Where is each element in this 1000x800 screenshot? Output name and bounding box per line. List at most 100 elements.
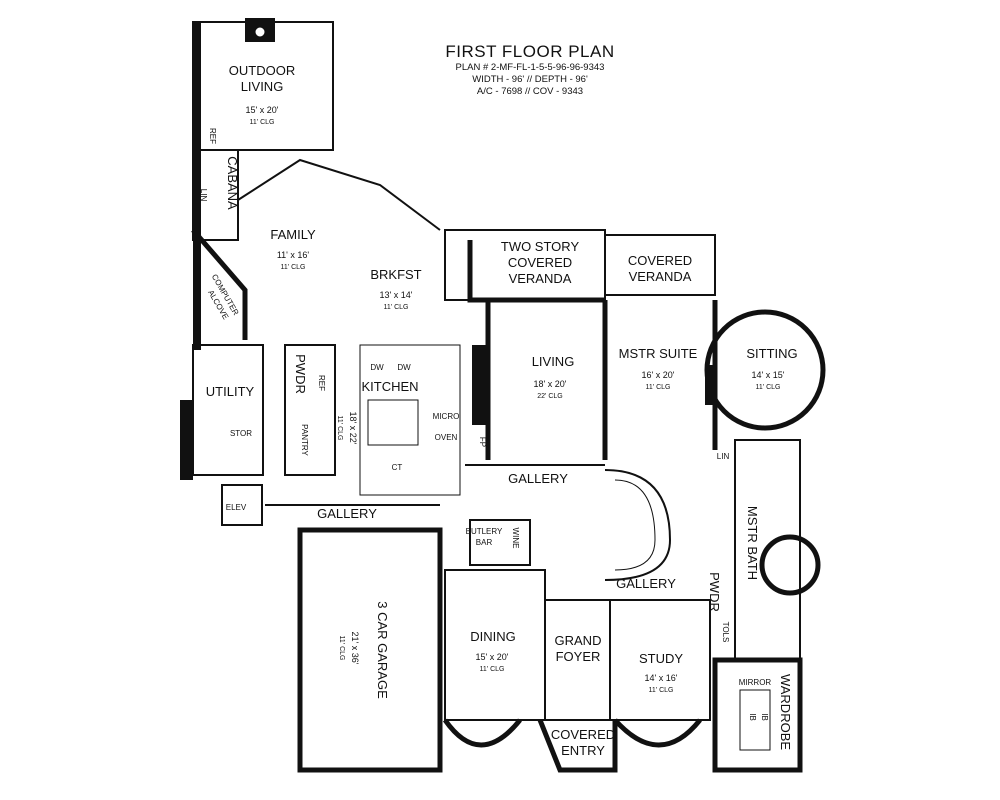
living-label: LIVING [532,354,575,369]
outdoor-living-label-2: LIVING [241,79,284,94]
wardrobe-outline [712,657,803,773]
living-dim: 18' x 20' [534,379,567,389]
fp-label: FP [478,437,487,447]
family-dim: 11' x 16' [277,250,310,260]
wardrobe-island [739,689,771,751]
family-label: FAMILY [270,227,316,242]
study-dim: 14' x 16' [645,673,678,683]
bar-label: BAR [476,538,493,547]
garage-clg: 11' CLG [338,636,345,661]
plan-area: A/C - 7698 // COV - 9343 [476,86,584,97]
elevator-box [221,484,263,526]
covered-veranda-label-2: VERANDA [629,269,692,284]
sitting-dim: 14' x 15' [752,370,785,380]
ref-kitchen-label: REF [317,375,326,391]
spiral-stair-outer [604,469,672,581]
gallery-right-label: GALLERY [616,576,676,591]
foyer-outline [544,599,611,721]
butlery-label: BUTLERY [466,527,503,536]
kitchen-island [367,399,419,446]
master-tub [759,534,821,596]
sitting-bay [704,309,826,431]
covered-veranda-outline [604,234,716,296]
grand-label: GRAND [555,633,602,648]
kitchen-label: KITCHEN [361,379,418,394]
stor-label: STOR [230,429,252,438]
dining-clg: 11' CLG [480,666,505,673]
plan-header: FIRST FLOOR PLAN PLAN # 2-MF-FL-1-5-5-96… [430,42,630,98]
left-wall-1 [193,150,201,350]
study-clg: 11' CLG [649,687,674,694]
brkfst-dim: 13' x 14' [380,290,413,300]
cabana-label: CABANA [225,156,240,210]
study-bay [613,718,702,748]
covered-entry-label-2: ENTRY [561,743,605,758]
gallery-left-label: GALLERY [317,506,377,521]
family-left-wall [191,228,248,340]
garage-label: 3 CAR GARAGE [375,601,390,699]
mstr-suite-clg: 11' CLG [646,384,671,391]
sitting-label: SITTING [746,346,797,361]
garage-dim: 21' x 36' [350,632,360,665]
brkfst-label: BRKFST [370,267,421,282]
pantry-block [284,344,336,476]
plan-number: PLAN # 2-MF-FL-1-5-5-96-96-9343 [455,62,605,73]
wine-label: WINE [511,528,520,549]
living-clg: 22' CLG [537,393,562,400]
two-story-label: TWO STORY [501,239,580,254]
study-outline [609,599,711,721]
covered-veranda-label-1: COVERED [628,253,692,268]
outdoor-living-dim: 15' x 20' [246,105,279,115]
spiral-stair-inner [614,479,656,571]
outdoor-living-wall [193,22,201,150]
dw1-label: DW [370,363,384,372]
utility-label: UTILITY [206,384,255,399]
veranda-wall [467,240,605,303]
tols-label: TOLS [721,622,730,643]
mstr-suite-label: MSTR SUITE [619,346,698,361]
sitting-clg: 11' CLG [756,384,781,391]
outdoor-fireplace-icon [254,26,266,38]
plan-dimensions: WIDTH - 96' // DEPTH - 96' [472,74,588,85]
two-story-covered-label: COVERED [508,255,572,270]
kitchen-outline [359,344,461,496]
outdoor-living-clg: 11' CLG [250,119,275,126]
kitchen-dim: 18' x 22' [348,412,358,445]
lin-cabana-label: LIN [199,189,208,202]
kitchen-clg: 11' CLG [336,416,343,441]
oven-label: OVEN [435,433,458,442]
covered-entry-label-1: COVERED [551,727,615,742]
brkfst-clg: 11' CLG [384,304,409,311]
pantry-label: PANTRY [300,424,309,456]
family-clg: 11' CLG [281,264,306,271]
garage-outline [297,527,443,773]
utility-outline [192,344,264,476]
ib2-label: IB [760,713,769,721]
mstr-suite-dim: 16' x 20' [642,370,675,380]
two-story-veranda-label: VERANDA [509,271,572,286]
mstr-bath-label: MSTR BATH [745,506,760,580]
dining-dim: 15' x 20' [476,652,509,662]
ib1-label: IB [748,713,757,721]
elev-label: ELEV [226,503,247,512]
micro-label: MICRO [433,412,460,421]
wardrobe-label: WARDROBE [778,674,793,750]
utility-wall [180,400,193,480]
living-fireplace [472,345,488,425]
plan-title: FIRST FLOOR PLAN [445,42,615,61]
dining-label: DINING [470,629,516,644]
dining-bay [442,718,522,748]
lin-master-label: LIN [717,452,730,461]
dw2-label: DW [397,363,411,372]
ref-outdoor-label: REF [208,128,217,144]
dining-outline [444,569,546,721]
ct-label: CT [392,463,403,472]
study-label: STUDY [639,651,683,666]
foyer-label: FOYER [556,649,601,664]
butlery-outline [469,519,531,566]
family-top-wall [237,158,441,231]
gallery-main-label: GALLERY [508,471,568,486]
